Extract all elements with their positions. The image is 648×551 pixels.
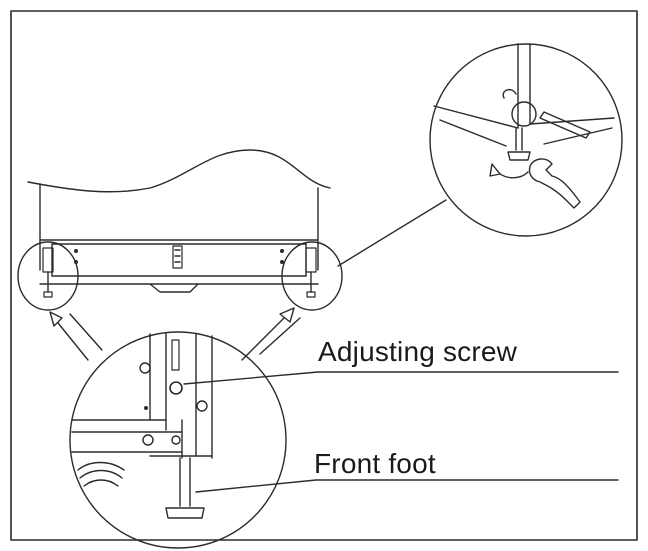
right-foot-highlight (282, 242, 342, 310)
foot-zoom-detail (70, 332, 286, 548)
appliance-body (28, 150, 330, 297)
diagram-frame (11, 11, 637, 540)
wrench-detail (430, 44, 622, 236)
connector-line (338, 200, 446, 266)
left-foot-highlight (18, 242, 78, 310)
adjusting-screw-label: Adjusting screw (318, 336, 518, 367)
label-leaders (184, 372, 618, 492)
front-foot-label: Front foot (314, 448, 436, 479)
pointer-arrows (50, 308, 300, 360)
